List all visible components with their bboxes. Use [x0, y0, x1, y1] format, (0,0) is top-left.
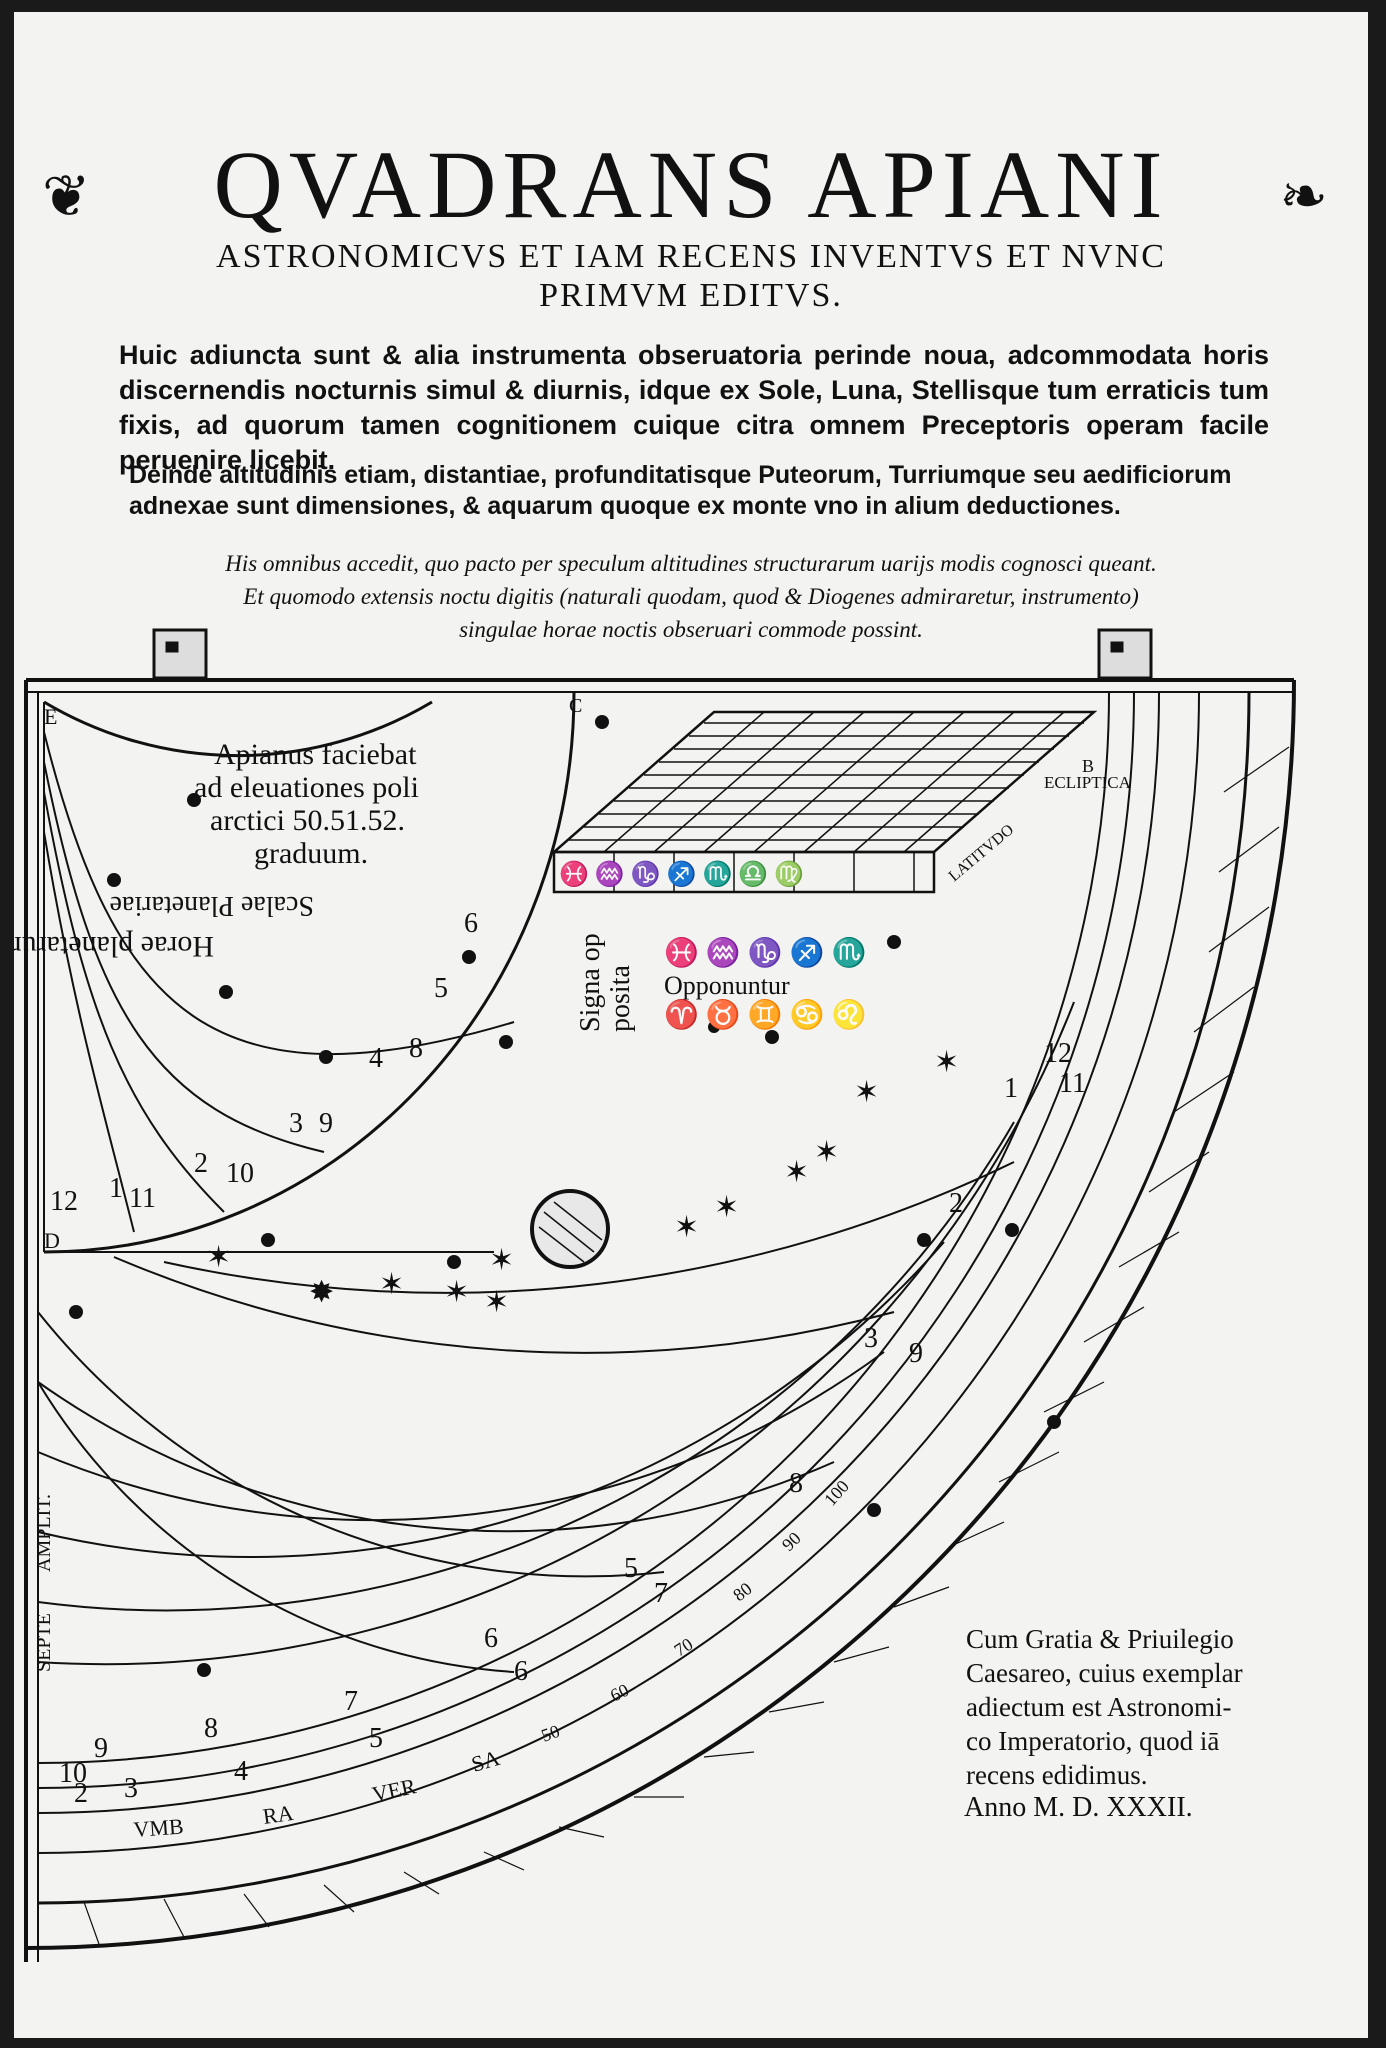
svg-text:✶: ✶ [714, 1191, 739, 1224]
svg-text:✶: ✶ [854, 1076, 879, 1109]
arc-label-ver: VER [370, 1773, 419, 1807]
subtitle-line-2: PRIMVM EDITVS. [539, 277, 843, 314]
svg-text:2: 2 [194, 1148, 208, 1179]
scalae-planetariae-label: Scalae Planetariae [110, 890, 314, 921]
svg-text:✶: ✶ [814, 1136, 839, 1169]
svg-text:✶: ✶ [444, 1276, 469, 1309]
privilege-line-2: Caesareo, cuius exemplar [966, 1658, 1243, 1688]
svg-text:4: 4 [234, 1756, 248, 1787]
arc-number-80: 80 [729, 1578, 755, 1605]
scale-zodiac-row-icon: ♓ ♒ ♑ ♐ ♏ ♎ ♍ [559, 860, 804, 888]
svg-text:9: 9 [94, 1733, 108, 1764]
svg-text:7: 7 [344, 1686, 358, 1717]
svg-text:5: 5 [434, 973, 448, 1004]
arc-number-70: 70 [671, 1634, 697, 1660]
svg-text:1: 1 [1004, 1073, 1018, 1104]
svg-text:5: 5 [369, 1723, 383, 1754]
svg-text:✶: ✶ [489, 1244, 514, 1277]
corner-letter-d: D [44, 1228, 60, 1253]
quadrant-diagram: ✸✶ ✶✶ ✶✶ ✶✶ ✶✶ ✶✶ Apianus faciebat ad el… [14, 628, 1296, 1962]
intro-paragraph-3: His omnibus accedit, quo pacto per specu… [14, 547, 1368, 646]
planetary-scale-grid [550, 710, 1098, 894]
svg-text:9: 9 [319, 1108, 333, 1139]
corner-letter-c: C [569, 695, 582, 717]
svg-text:12: 12 [1044, 1038, 1072, 1069]
inscription-line-4: graduum. [254, 837, 368, 870]
arc-label-sa: SA [468, 1745, 502, 1777]
svg-text:✶: ✶ [674, 1211, 699, 1244]
svg-text:3: 3 [124, 1773, 138, 1804]
star-dots [69, 715, 1061, 1677]
privilege-line-5: recens edidimus. [966, 1760, 1148, 1790]
zodiac-signs-top-icon: ♓ ♒ ♑ ♐ ♏ [664, 936, 866, 969]
privilege-line-4: co Imperatorio, quod iā [966, 1726, 1220, 1756]
hour-numbers: 1 11 12 2 3 4 5 6 8 9 10 12 11 1 2 3 9 8… [50, 908, 1086, 1809]
signa-opposita-label-1: Signa op [575, 933, 606, 1032]
arc-hatching [83, 746, 1290, 1945]
page-title: QVADRANS APIANI [213, 131, 1169, 238]
svg-text:1: 1 [109, 1173, 123, 1204]
inscription-line-1: Apianus faciebat [214, 738, 417, 771]
sun-disc [530, 1189, 610, 1269]
corner-letter-b: B [1082, 756, 1094, 776]
svg-text:11: 11 [129, 1183, 156, 1214]
svg-text:5: 5 [624, 1553, 638, 1584]
publication-year: Anno M. D. XXXII. [964, 1792, 1193, 1823]
svg-text:8: 8 [789, 1468, 803, 1499]
svg-text:3: 3 [289, 1108, 303, 1139]
intro-paragraph-2: Deinde altitudinis etiam, distantiae, pr… [129, 461, 1232, 520]
side-label-amplit: AMPLIT. [33, 1494, 55, 1572]
inscription-line-2: ad eleuationes poli [194, 771, 419, 804]
horae-planetarum-label: Horae planetarum [14, 930, 214, 963]
svg-text:2: 2 [74, 1778, 88, 1809]
side-label-septe: SEPTE [33, 1613, 55, 1672]
svg-text:11: 11 [1059, 1068, 1086, 1099]
svg-text:8: 8 [409, 1033, 423, 1064]
svg-text:✶: ✶ [934, 1046, 959, 1079]
privilege-line-1: Cum Gratia & Priuilegio [966, 1624, 1234, 1654]
right-sight-vane [1097, 628, 1153, 680]
zodiac-signs-bottom-icon: ♈ ♉ ♊ ♋ ♌ [664, 998, 866, 1031]
svg-text:✶: ✶ [784, 1156, 809, 1189]
svg-text:10: 10 [226, 1158, 254, 1189]
privilege-note: Cum Gratia & Priuilegio Caesareo, cuius … [966, 1622, 1276, 1792]
signa-opposita-label-2: posita [605, 965, 636, 1032]
arc-number-90: 90 [778, 1528, 805, 1555]
svg-text:✸: ✸ [309, 1276, 334, 1309]
privilege-line-3: adiectum est Astronomi- [966, 1692, 1232, 1722]
svg-text:4: 4 [369, 1043, 383, 1074]
left-sight-vane [152, 628, 208, 680]
arc-label-ra: RA [261, 1800, 295, 1829]
intro-paragraph-3-line-1: His omnibus accedit, quo pacto per specu… [225, 551, 1157, 576]
svg-text:8: 8 [204, 1713, 218, 1744]
intro-paragraph-3-line-3: singulae horae noctis obseruari commode … [459, 617, 923, 642]
svg-text:12: 12 [50, 1186, 78, 1217]
printed-page: ❦ ❧ QVADRANS APIANI ASTRONOMICVS ET IAM … [14, 12, 1368, 2038]
arc-number-100: 100 [820, 1476, 853, 1509]
inscription-line-3: arctici 50.51.52. [210, 804, 405, 837]
svg-text:7: 7 [654, 1578, 668, 1609]
arc-label-vmb: VMB [133, 1814, 185, 1842]
arc-number-50: 50 [539, 1721, 563, 1746]
svg-text:10: 10 [59, 1758, 87, 1789]
ecliptica-label: ECLIPTICA [1044, 773, 1132, 792]
subtitle-line-1: ASTRONOMICVS ET IAM RECENS INVENTVS ET N… [216, 238, 1166, 275]
star-symbols: ✸✶ ✶✶ ✶✶ ✶✶ ✶✶ ✶✶ [206, 1046, 959, 1319]
svg-text:3: 3 [864, 1323, 878, 1354]
left-ornament-icon: ❦ [42, 164, 91, 229]
svg-text:9: 9 [909, 1338, 923, 1369]
svg-text:2: 2 [949, 1188, 963, 1219]
svg-text:6: 6 [464, 908, 478, 939]
right-ornament-icon: ❧ [1279, 164, 1328, 229]
opponuntur-label: Opponuntur [664, 971, 790, 1000]
svg-text:6: 6 [484, 1623, 498, 1654]
intro-paragraph-1: Huic adiuncta sunt & alia instrumenta ob… [119, 340, 1269, 475]
svg-text:6: 6 [514, 1656, 528, 1687]
svg-text:✶: ✶ [206, 1241, 231, 1274]
svg-text:✶: ✶ [484, 1286, 509, 1319]
intro-paragraph-3-line-2: Et quomodo extensis noctu digitis (natur… [243, 584, 1139, 609]
corner-letter-e: E [44, 704, 57, 729]
svg-text:✶: ✶ [379, 1268, 404, 1301]
